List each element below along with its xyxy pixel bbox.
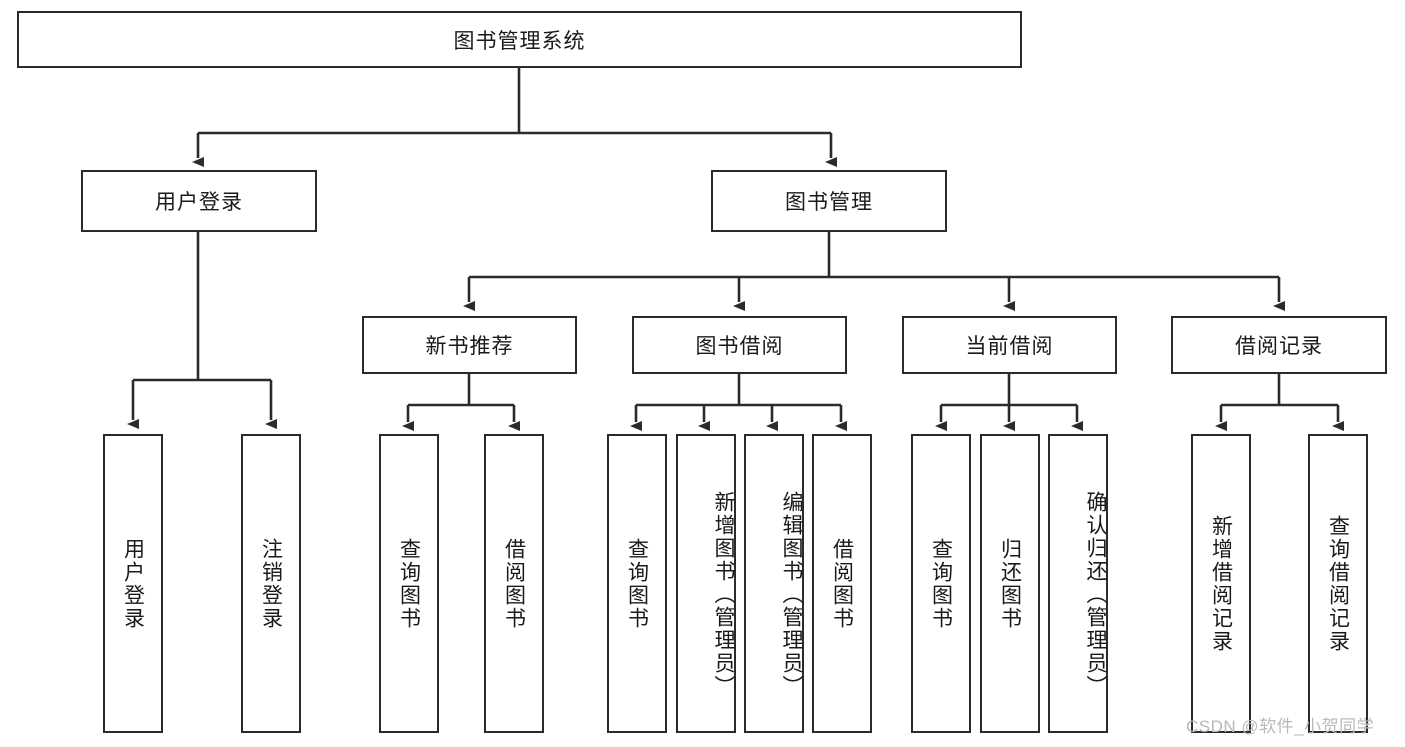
leaf-record-query-borrow-record[interactable]: 查询借阅记录 <box>1308 434 1368 733</box>
node-root-system[interactable]: 图书管理系统 <box>17 11 1022 68</box>
node-current-borrow[interactable]: 当前借阅 <box>902 316 1117 374</box>
node-borrow-record[interactable]: 借阅记录 <box>1171 316 1387 374</box>
csdn-watermark: CSDN @软件_小贺同学 <box>1186 717 1375 736</box>
leaf-recommend-query-book[interactable]: 查询图书 <box>379 434 439 733</box>
leaf-borrow-add-book-admin[interactable]: 新增图书（管理员） <box>676 434 736 733</box>
leaf-current-confirm-return-admin[interactable]: 确认归还（管理员） <box>1048 434 1108 733</box>
leaf-user-logout[interactable]: 注销登录 <box>241 434 301 733</box>
node-new-book-recommend[interactable]: 新书推荐 <box>362 316 577 374</box>
leaf-user-login[interactable]: 用户登录 <box>103 434 163 733</box>
leaf-borrow-edit-book-admin[interactable]: 编辑图书（管理员） <box>744 434 804 733</box>
leaf-recommend-borrow-book[interactable]: 借阅图书 <box>484 434 544 733</box>
leaf-current-query-book[interactable]: 查询图书 <box>911 434 971 733</box>
leaf-borrow-borrow-book[interactable]: 借阅图书 <box>812 434 872 733</box>
leaf-borrow-query-book[interactable]: 查询图书 <box>607 434 667 733</box>
leaf-current-return-book[interactable]: 归还图书 <box>980 434 1040 733</box>
leaf-record-add-borrow-record[interactable]: 新增借阅记录 <box>1191 434 1251 733</box>
node-book-borrow[interactable]: 图书借阅 <box>632 316 847 374</box>
node-user-login[interactable]: 用户登录 <box>81 170 317 232</box>
node-book-management[interactable]: 图书管理 <box>711 170 947 232</box>
